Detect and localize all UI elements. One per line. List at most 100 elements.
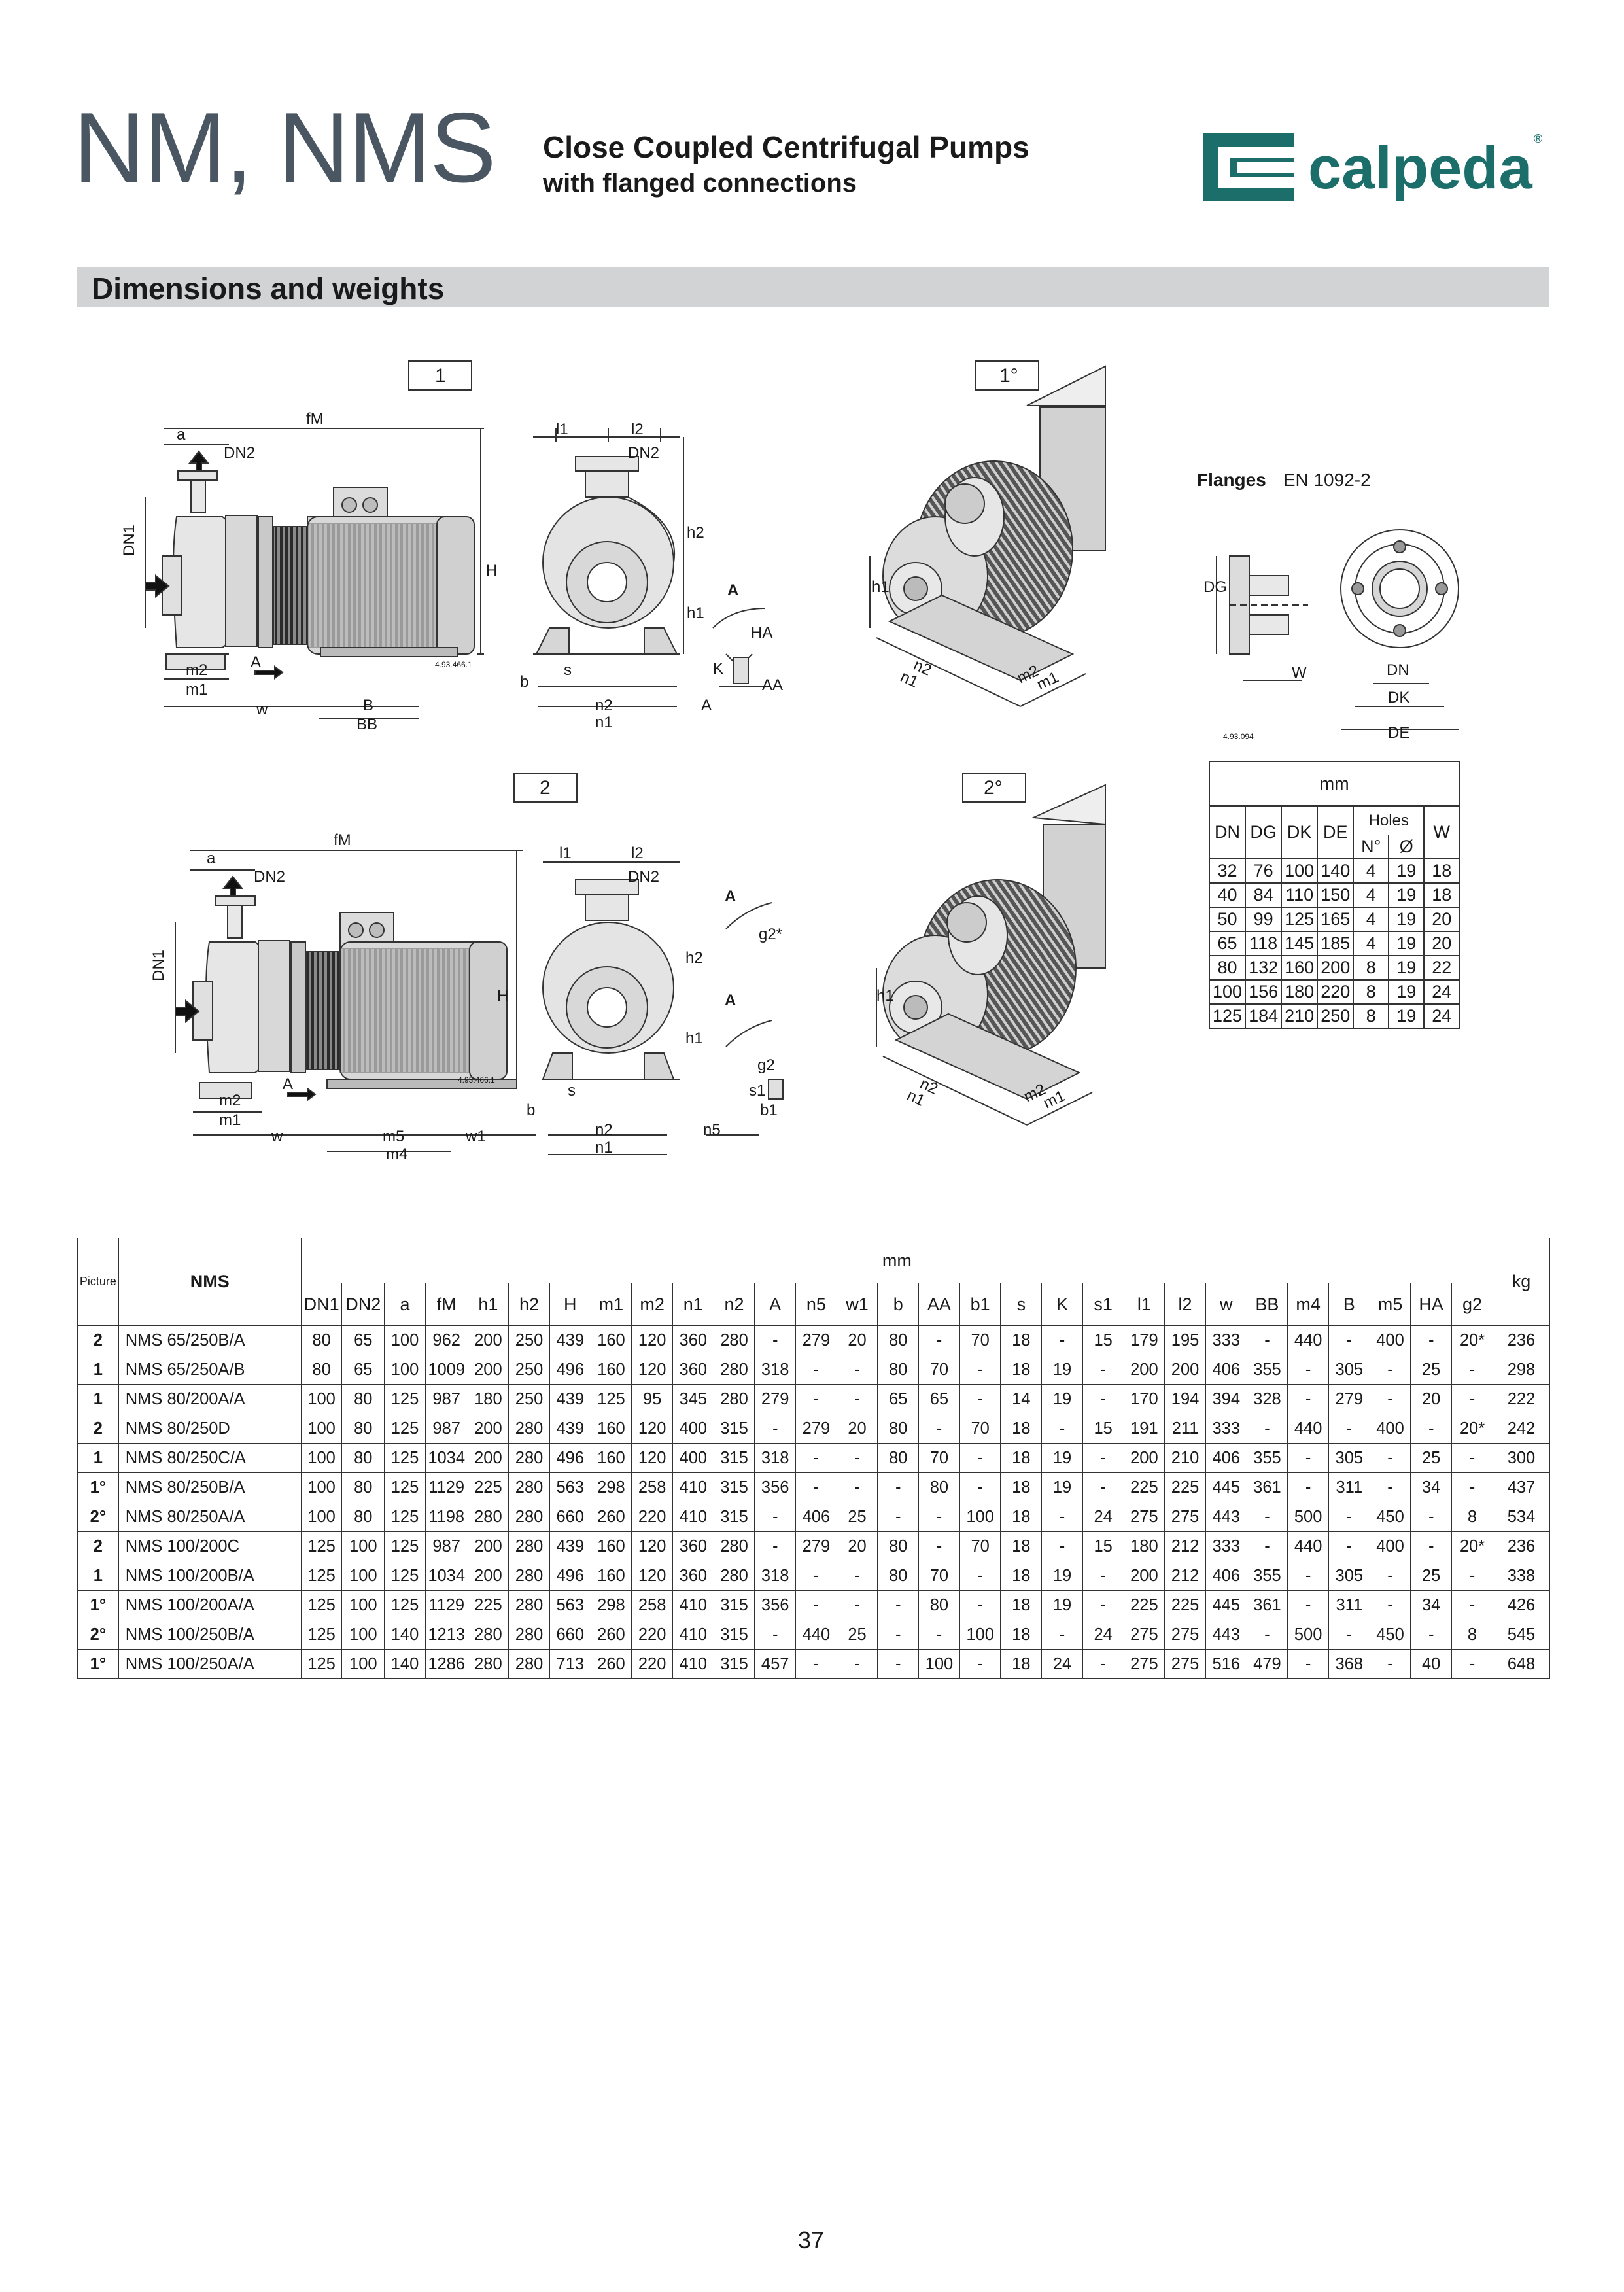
value-cell: 80 [877, 1443, 920, 1473]
flange-cell: 125 [1208, 1003, 1247, 1029]
value-cell: 439 [549, 1325, 591, 1355]
figure-2deg-label-box [962, 773, 1026, 803]
drawing-code-2: 4.93.466.1 [458, 1075, 495, 1085]
value-cell: - [1328, 1325, 1370, 1355]
value-cell: - [1287, 1649, 1329, 1679]
value-cell: 70 [918, 1561, 960, 1591]
dim-l1-1: l1 [556, 421, 568, 438]
model-cell: NMS 100/250A/A [118, 1649, 302, 1679]
dim-n2-1: n2 [595, 697, 613, 714]
value-cell: 496 [549, 1561, 591, 1591]
dim-A-section-2b: A [725, 992, 736, 1009]
value-cell: 225 [1123, 1472, 1166, 1502]
dim-w-2: w [271, 1128, 283, 1145]
flange-cell: 32 [1208, 858, 1247, 884]
value-cell: 100 [341, 1649, 385, 1679]
dim-DN2-1: DN2 [224, 444, 255, 462]
col-w: w [1205, 1283, 1247, 1326]
value-cell: 406 [795, 1502, 837, 1532]
weight-cell: 242 [1492, 1414, 1551, 1444]
dim-l2-2: l2 [631, 844, 644, 862]
flange-cell: 250 [1317, 1003, 1355, 1029]
flange-cell: 100 [1208, 979, 1247, 1005]
col-n1: n1 [672, 1283, 714, 1326]
dim-s1-2: s1 [749, 1082, 765, 1100]
dim-DN2-2b: DN2 [628, 868, 659, 886]
weight-cell: 437 [1492, 1472, 1551, 1502]
value-cell: - [1287, 1355, 1329, 1385]
value-cell: 360 [672, 1325, 714, 1355]
value-cell: 200 [1123, 1443, 1166, 1473]
dim-fM-2: fM [334, 831, 351, 849]
value-cell: 279 [795, 1414, 837, 1444]
dim-n2-2: n2 [595, 1121, 613, 1139]
value-cell: 225 [1164, 1472, 1206, 1502]
value-cell: 194 [1164, 1384, 1206, 1414]
value-cell: 125 [300, 1590, 343, 1620]
dim-l2-1: l2 [631, 421, 644, 438]
dim-H-2: H [497, 987, 508, 1005]
series-title: NM, NMS [73, 92, 496, 203]
value-cell: 260 [590, 1502, 632, 1532]
value-cell: - [1451, 1472, 1493, 1502]
dim-AA-1: AA [762, 676, 783, 694]
value-cell: - [1082, 1561, 1124, 1591]
value-cell: 315 [713, 1649, 755, 1679]
value-cell: 275 [1164, 1620, 1206, 1650]
picture-cell: 1° [77, 1590, 119, 1620]
value-cell: 250 [508, 1325, 550, 1355]
col-a: A [754, 1283, 797, 1326]
value-cell: 275 [1164, 1502, 1206, 1532]
value-cell: 563 [549, 1590, 591, 1620]
value-cell: 280 [713, 1561, 755, 1591]
dim-A-1b: A [701, 697, 712, 714]
value-cell: 70 [959, 1531, 1001, 1561]
value-cell: 18 [1000, 1502, 1043, 1532]
value-cell: 305 [1328, 1355, 1370, 1385]
value-cell: 125 [384, 1531, 426, 1561]
weight-cell: 545 [1492, 1620, 1551, 1650]
dim-BB-1: BB [356, 716, 377, 733]
flange-cell: 145 [1281, 931, 1319, 956]
value-cell: 400 [1369, 1414, 1411, 1444]
flange-col-DK: DK [1281, 805, 1319, 859]
value-cell: 15 [1082, 1531, 1124, 1561]
value-cell: 315 [713, 1472, 755, 1502]
figure-1-label-box [408, 360, 472, 391]
weight-cell: 222 [1492, 1384, 1551, 1414]
dim-m2-1: m2 [186, 661, 207, 679]
value-cell: 445 [1205, 1472, 1247, 1502]
dim-B-1: B [363, 697, 373, 714]
value-cell: 200 [1164, 1355, 1206, 1385]
value-cell: 160 [590, 1531, 632, 1561]
flange-cell: 4 [1353, 907, 1390, 932]
value-cell: - [836, 1355, 878, 1385]
value-cell: 333 [1205, 1531, 1247, 1561]
value-cell: 20* [1451, 1414, 1493, 1444]
value-cell: 125 [300, 1561, 343, 1591]
dim-h1-2deg: h1 [876, 987, 894, 1005]
value-cell: - [1287, 1472, 1329, 1502]
value-cell: - [795, 1443, 837, 1473]
value-cell: 180 [1123, 1531, 1166, 1561]
value-cell: - [959, 1443, 1001, 1473]
value-cell: 225 [1123, 1590, 1166, 1620]
value-cell: 65 [918, 1384, 960, 1414]
value-cell: 160 [590, 1414, 632, 1444]
value-cell: 1129 [424, 1472, 468, 1502]
model-cell: NMS 100/250B/A [118, 1620, 302, 1650]
flange-cell: 150 [1317, 882, 1355, 908]
value-cell: 80 [877, 1355, 920, 1385]
flange-col-holes-diameter: Ø [1388, 835, 1425, 859]
flange-cell: 19 [1388, 907, 1425, 932]
value-cell: 457 [754, 1649, 797, 1679]
value-cell: - [754, 1502, 797, 1532]
value-cell: - [1369, 1443, 1411, 1473]
value-cell: - [836, 1590, 878, 1620]
value-cell: 220 [631, 1502, 673, 1532]
